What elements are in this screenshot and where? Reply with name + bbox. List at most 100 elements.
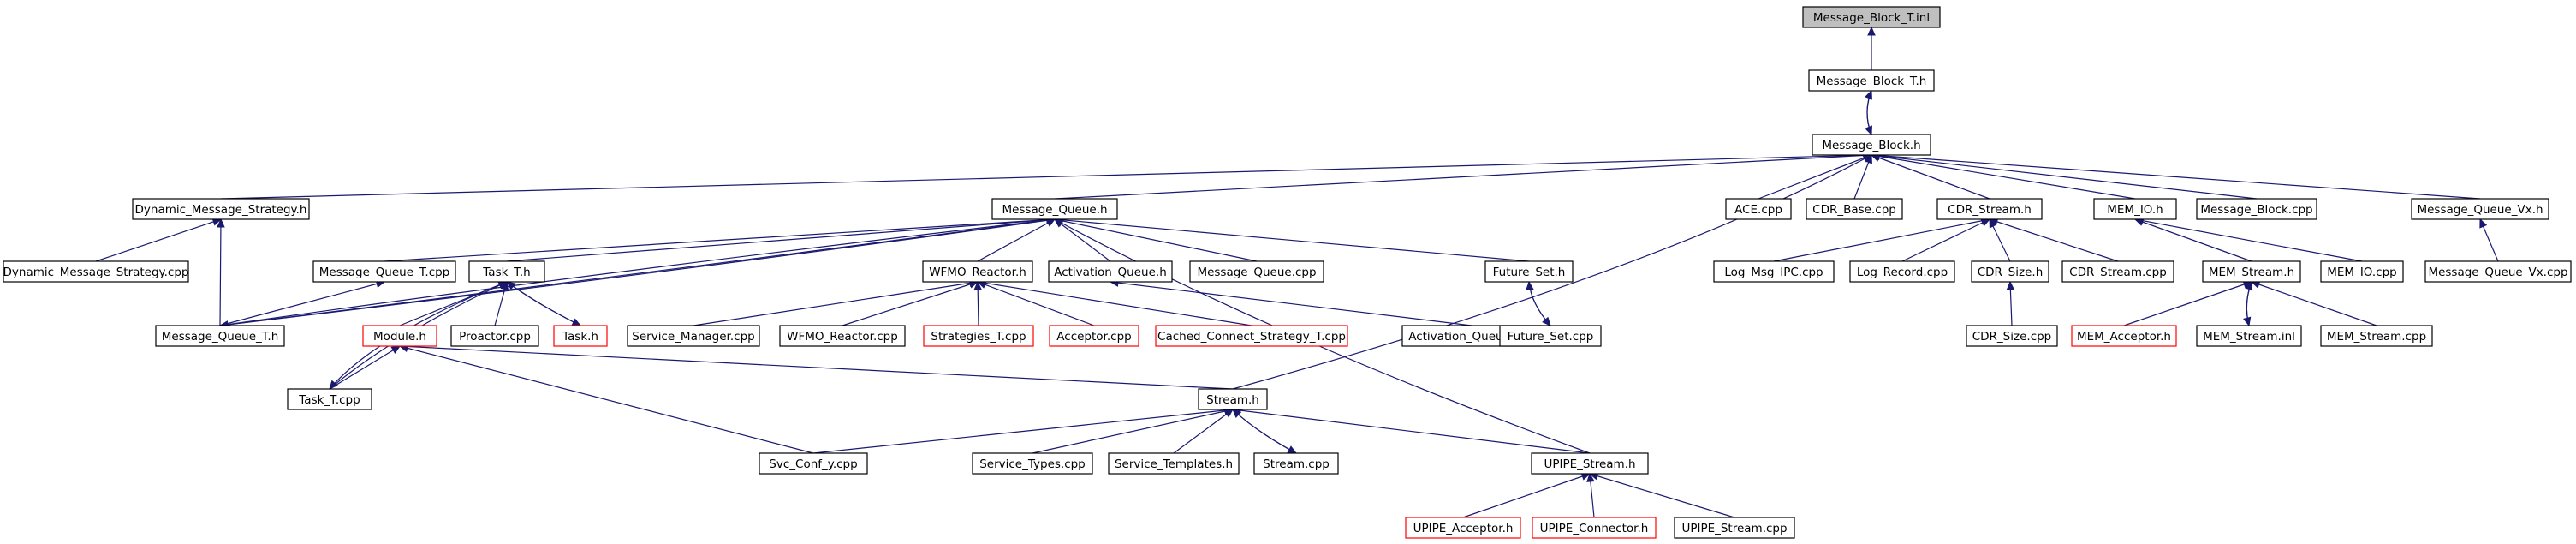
node-label: Service_Manager.cpp (632, 330, 754, 344)
node-mem-stream-cpp[interactable]: MEM_Stream.cpp (2320, 325, 2433, 347)
node-module-h[interactable]: Module.h (362, 325, 437, 347)
edge-message-queue-t-h-to-dynamic-message-strategy-h (217, 218, 225, 326)
node-cdr-size-h[interactable]: CDR_Size.h (1971, 260, 2049, 283)
node-box (1531, 452, 1649, 475)
edge-future-set-h-to-message-queue-h (1053, 216, 1530, 262)
edge-cached-connect-strategy-t-cpp-to-wfmo-reactor-h (976, 278, 1252, 326)
node-box (1849, 260, 1955, 283)
edge-acceptor-cpp-to-wfmo-reactor-h (976, 280, 1095, 326)
node-label: Proactor.cpp (459, 330, 531, 344)
node-service-types-cpp[interactable]: Service_Types.cpp (972, 452, 1093, 475)
edge-service-types-cpp-to-stream-h (1032, 407, 1234, 454)
node-message-queue-vx-cpp[interactable]: Message_Queue_Vx.cpp (2424, 260, 2572, 283)
node-log-record-cpp[interactable]: Log_Record.cpp (1849, 260, 1955, 283)
node-label: Cached_Connect_Strategy_T.cpp (1157, 330, 1346, 344)
node-task-t-cpp[interactable]: Task_T.cpp (287, 388, 372, 410)
node-future-set-h[interactable]: Future_Set.h (1484, 260, 1574, 283)
node-box (468, 260, 545, 283)
node-label: Message_Queue.cpp (1197, 266, 1316, 279)
node-dynamic-message-strategy-h[interactable]: Dynamic_Message_Strategy.h (132, 198, 310, 220)
node-message-block-t-inl[interactable]: Message_Block_T.inl (1802, 6, 1941, 28)
node-strategies-t-cpp[interactable]: Strategies_T.cpp (923, 325, 1034, 347)
node-mem-stream-inl[interactable]: MEM_Stream.inl (2196, 325, 2302, 347)
edge-message-queue-t-h-to-message-queue-t-cpp (219, 279, 386, 326)
node-label: MEM_IO.cpp (2327, 266, 2397, 279)
edge-cdr-size-h-to-cdr-stream-h (1989, 218, 2011, 262)
node-mem-acceptor-h[interactable]: MEM_Acceptor.h (2071, 325, 2177, 347)
node-label: WFMO_Reactor.cpp (787, 330, 898, 344)
node-box (923, 325, 1034, 347)
node-cached-connect-strategy-t-cpp[interactable]: Cached_Connect_Strategy_T.cpp (1155, 325, 1348, 347)
node-mem-io-h[interactable]: MEM_IO.h (2093, 198, 2177, 220)
node-upipe-connector-h[interactable]: UPIPE_Connector.h (1532, 517, 1657, 539)
node-label: UPIPE_Stream.cpp (1681, 522, 1787, 535)
node-svc-conf-y-cpp[interactable]: Svc_Conf_y.cpp (759, 452, 868, 475)
node-upipe-stream-h[interactable]: UPIPE_Stream.h (1531, 452, 1649, 475)
node-acceptor-cpp[interactable]: Acceptor.cpp (1049, 325, 1139, 347)
node-wfmo-reactor-cpp[interactable]: WFMO_Reactor.cpp (779, 325, 906, 347)
edge-upipe-connector-h-to-upipe-stream-h (1586, 472, 1595, 518)
node-message-block-h[interactable]: Message_Block.h (1812, 134, 1931, 156)
node-box (1198, 388, 1268, 410)
edge-mem-stream-h-to-mem-stream-inl (2243, 281, 2252, 327)
node-mem-stream-h[interactable]: MEM_Stream.h (2202, 260, 2301, 283)
node-cdr-base-cpp[interactable]: CDR_Base.cpp (1806, 198, 1903, 220)
edge-dynamic-message-strategy-cpp-to-dynamic-message-strategy-h (95, 218, 223, 262)
node-message-block-t-h[interactable]: Message_Block_T.h (1808, 69, 1935, 92)
edge-message-queue-h-to-message-block-h (1054, 151, 1873, 200)
node-label: CDR_Size.cpp (1972, 330, 2052, 344)
node-box (2071, 325, 2177, 347)
node-message-queue-t-cpp[interactable]: Message_Queue_T.cpp (312, 260, 456, 283)
node-wfmo-reactor-h[interactable]: WFMO_Reactor.h (922, 260, 1033, 283)
node-log-msg-ipc-cpp[interactable]: Log_Msg_IPC.cpp (1713, 260, 1835, 283)
node-future-set-cpp[interactable]: Future_Set.cpp (1499, 325, 1602, 347)
node-message-queue-cpp[interactable]: Message_Queue.cpp (1189, 260, 1324, 283)
node-label: MEM_Stream.h (2209, 266, 2294, 279)
node-label: Acceptor.cpp (1056, 330, 1131, 344)
node-box (1806, 198, 1903, 220)
node-label: Message_Queue_Vx.h (2417, 203, 2543, 217)
node-box (2320, 325, 2433, 347)
node-box (1189, 260, 1324, 283)
node-activation-queue-h[interactable]: Activation_Queue.h (1048, 260, 1173, 283)
node-label: Message_Block_T.inl (1813, 11, 1930, 25)
node-proactor-cpp[interactable]: Proactor.cpp (450, 325, 539, 347)
node-cdr-stream-h[interactable]: CDR_Stream.h (1936, 198, 2043, 220)
node-stream-cpp[interactable]: Stream.cpp (1253, 452, 1339, 475)
node-box (1808, 69, 1935, 92)
node-message-block-cpp[interactable]: Message_Block.cpp (2196, 198, 2317, 220)
node-label: Stream.cpp (1263, 457, 1330, 471)
node-label: Task.h (562, 330, 598, 344)
edge-log-record-cpp-to-cdr-stream-h (1901, 218, 1991, 262)
node-box (1155, 325, 1348, 347)
node-ace-cpp[interactable]: ACE.cpp (1725, 198, 1792, 220)
node-service-manager-cpp[interactable]: Service_Manager.cpp (627, 325, 760, 347)
edge-cdr-stream-cpp-to-cdr-stream-h (1988, 218, 2119, 262)
edge-upipe-stream-cpp-to-upipe-stream-h (1588, 472, 1735, 518)
node-box (2196, 325, 2302, 347)
edge-message-queue-vx-cpp-to-message-queue-vx-h (2479, 218, 2499, 262)
node-message-queue-vx-h[interactable]: Message_Queue_Vx.h (2411, 198, 2549, 220)
node-cdr-stream-cpp[interactable]: CDR_Stream.cpp (2061, 260, 2174, 283)
node-box (1253, 452, 1339, 475)
node-upipe-stream-cpp[interactable]: UPIPE_Stream.cpp (1674, 517, 1795, 539)
node-stream-h[interactable]: Stream.h (1198, 388, 1268, 410)
node-message-queue-h[interactable]: Message_Queue.h (991, 198, 1118, 220)
node-box (2411, 198, 2549, 220)
node-upipe-acceptor-h[interactable]: UPIPE_Acceptor.h (1405, 517, 1521, 539)
node-dynamic-message-strategy-cpp[interactable]: Dynamic_Message_Strategy.cpp (3, 260, 189, 283)
node-service-templates-h[interactable]: Service_Templates.h (1108, 452, 1240, 475)
node-cdr-size-cpp[interactable]: CDR_Size.cpp (1966, 325, 2058, 347)
node-mem-io-cpp[interactable]: MEM_IO.cpp (2320, 260, 2404, 283)
edge-ace-cpp-to-message-block-h (1758, 153, 1873, 200)
edge-task-t-cpp-to-module-h (329, 345, 402, 390)
node-message-queue-t-h[interactable]: Message_Queue_T.h (155, 325, 285, 347)
node-label: Activation_Queue.h (1054, 266, 1167, 279)
node-label: Service_Templates.h (1115, 457, 1233, 471)
node-task-h[interactable]: Task.h (553, 325, 608, 347)
node-box (627, 325, 760, 347)
node-task-t-h[interactable]: Task_T.h (468, 260, 545, 283)
edge-future-set-h-to-future-set-cpp (1528, 281, 1551, 326)
node-box (132, 198, 310, 220)
node-box (155, 325, 285, 347)
